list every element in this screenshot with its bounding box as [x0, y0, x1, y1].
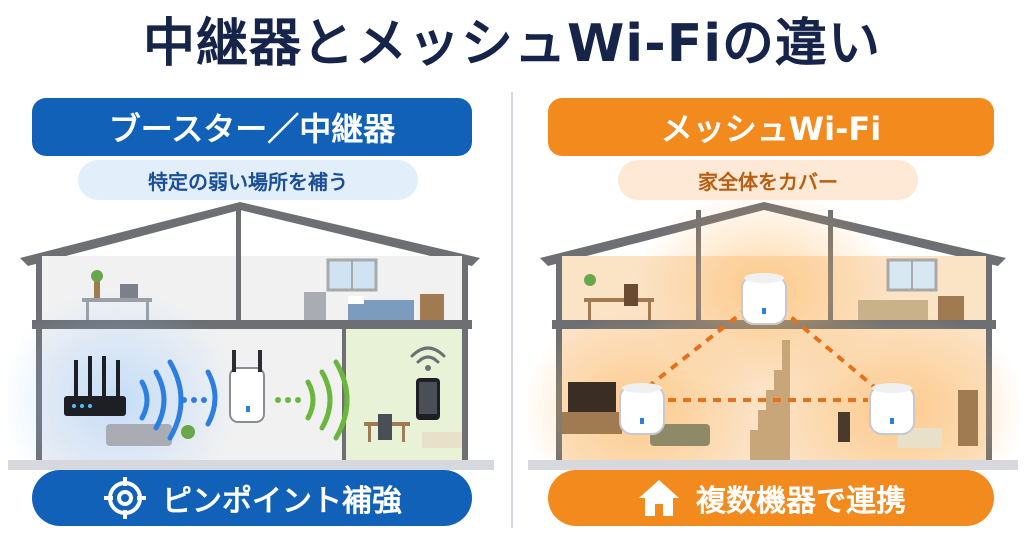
tv [568, 382, 616, 412]
right-house-illustration [528, 200, 1018, 470]
floor-slab [32, 320, 472, 329]
chair [378, 414, 392, 440]
right-heading-banner: メッシュWi-Fi [548, 98, 994, 156]
sofa [650, 424, 710, 446]
bookshelf [958, 390, 978, 446]
right-heading-text: メッシュWi-Fi [660, 110, 882, 148]
center-divider [511, 92, 513, 528]
left-house-illustration [8, 202, 494, 470]
bed [858, 300, 928, 320]
mesh-connection-lines [642, 306, 880, 402]
repeater-icon [229, 367, 265, 423]
bed [348, 300, 414, 320]
sofa [106, 424, 172, 446]
right-subheading-text: 家全体をカバー [698, 169, 838, 194]
right-subheading-pill: 家全体をカバー [618, 160, 918, 200]
target-icon [102, 475, 148, 521]
mesh-node-icon [741, 273, 787, 325]
left-subheading-pill: 特定の弱い場所を補う [78, 160, 418, 200]
repeater-signal-waves [305, 359, 350, 441]
wifi-icon [410, 346, 446, 364]
page-title: 中継器とメッシュWi-Fiの違い [142, 14, 882, 74]
signal-glow [8, 290, 238, 470]
plant-icon [584, 274, 596, 286]
left-heading-text: ブースター／中継器 [108, 110, 396, 148]
plant-icon [91, 270, 103, 282]
left-heading-banner: ブースター／中継器 [32, 98, 472, 156]
left-subheading-text: 特定の弱い場所を補う [148, 169, 348, 194]
dresser [938, 296, 964, 320]
chair [838, 412, 850, 442]
bed [898, 428, 942, 448]
chair [624, 284, 638, 306]
mesh-node-icon [869, 383, 915, 435]
mesh-node-icon [619, 383, 665, 435]
right-footer-banner: 複数機器で連携 [548, 470, 994, 526]
home-icon [636, 475, 682, 521]
dresser [420, 294, 444, 320]
left-footer-banner: ピンポイント補強 [32, 470, 472, 526]
right-footer-text: 複数機器で連携 [696, 484, 906, 519]
left-footer-text: ピンポイント補強 [162, 484, 402, 519]
router-icon [64, 396, 126, 416]
plant-icon [181, 425, 195, 439]
